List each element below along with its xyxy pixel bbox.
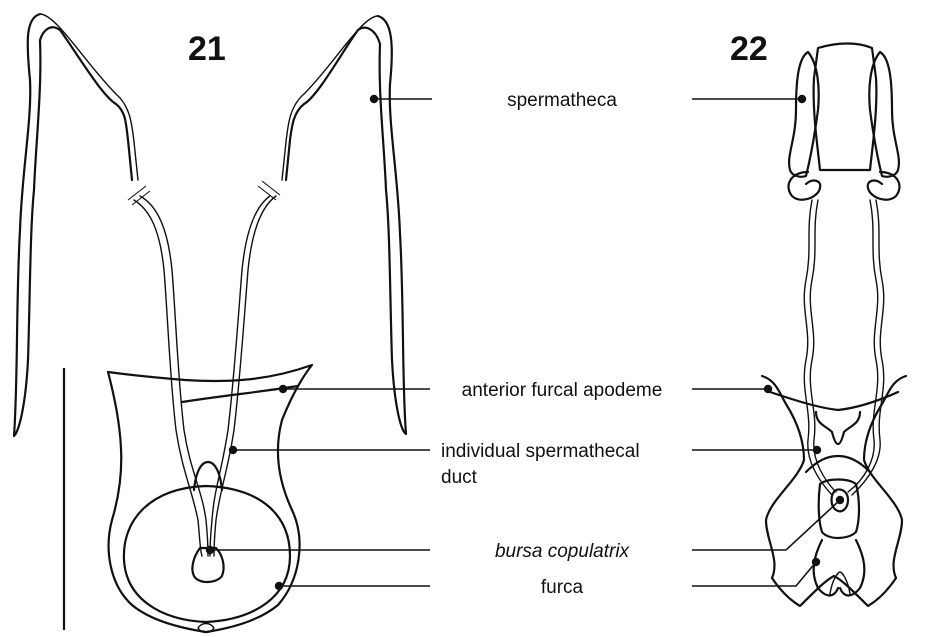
furca-lower-right-22: [840, 540, 864, 596]
callout-spermatheca: spermatheca: [370, 90, 806, 111]
furca-lower-left-22: [814, 540, 838, 596]
label-anterior-furcal-apodeme: anterior furcal apodeme: [462, 380, 663, 401]
figure-number-22: 22: [730, 30, 768, 68]
right-spermatheca-22: [869, 52, 899, 177]
figure-21: [14, 14, 406, 633]
left-spermatheca-inner-21: [40, 14, 138, 180]
callout-individual-spermathecal-duct: individual spermathecal duct: [229, 441, 821, 488]
right-spermatheca-21: [286, 16, 406, 434]
furca-21: [108, 365, 312, 632]
right-duct-inner-22: [848, 200, 878, 492]
label-individual-spermathecal-duct-line1: individual spermathecal: [441, 441, 640, 462]
duct-break-mark-left-21: [128, 186, 150, 205]
central-lobe-22: [816, 412, 860, 444]
callout-furca: furca: [275, 558, 820, 598]
figure-22: [762, 44, 906, 607]
furca-inner-ring-21: [124, 486, 290, 622]
label-spermatheca: spermatheca: [507, 90, 617, 111]
label-furca: furca: [541, 577, 584, 598]
right-spermatheca-inner-21: [282, 16, 378, 180]
spermatheca-cap-22: [814, 44, 877, 171]
label-bursa-copulatrix: bursa copulatrix: [495, 541, 631, 562]
callout-anterior-furcal-apodeme: anterior furcal apodeme: [279, 380, 772, 401]
right-duct-22: [852, 200, 884, 495]
callout-bursa-copulatrix: bursa copulatrix: [206, 496, 844, 562]
label-individual-spermathecal-duct-line2: duct: [441, 467, 478, 488]
figure-number-21: 21: [188, 30, 226, 68]
